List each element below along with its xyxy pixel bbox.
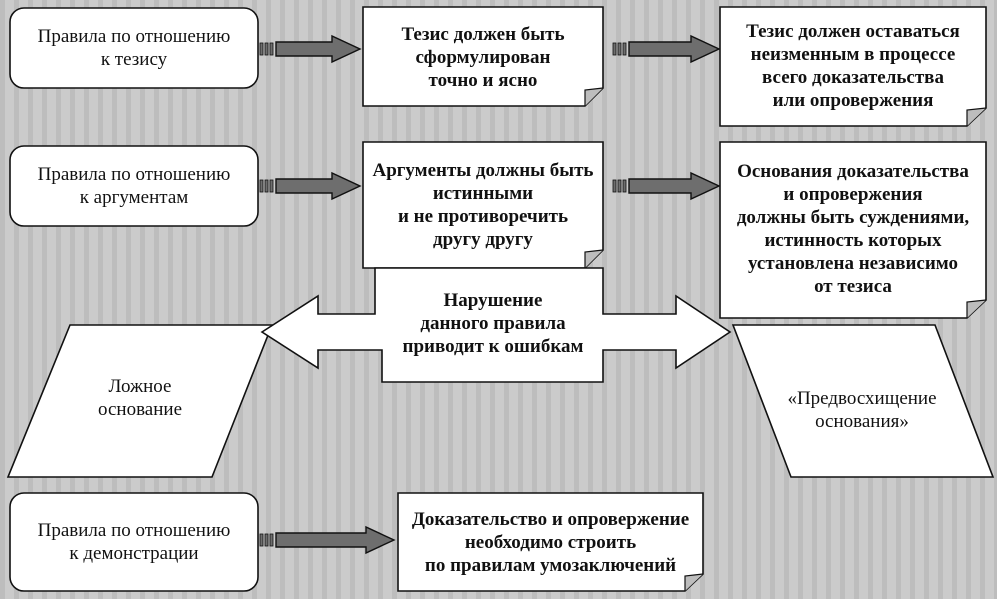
requirement-thesis-1-label: Тезис должен быть сформулирован точно и … bbox=[401, 23, 565, 91]
rule-arguments-label: Правила по отношению к аргументам bbox=[37, 164, 231, 208]
error-false-ground-label: Ложное основание bbox=[98, 376, 182, 420]
requirement-arguments-1-label: Аргументы должны быть истинными и не про… bbox=[372, 160, 594, 250]
violation-label: Нарушение данного правила приводит к оши… bbox=[402, 289, 584, 357]
requirement-thesis-1-box bbox=[362, 6, 604, 107]
requirement-thesis-2-box bbox=[719, 6, 987, 127]
arrow-arguments-rule-to-requirement bbox=[259, 171, 362, 201]
rule-thesis-box bbox=[9, 7, 259, 89]
arrow-demonstration-rule-to-requirement bbox=[259, 525, 396, 555]
violation-double-arrow bbox=[260, 267, 732, 383]
requirement-arguments-2-box bbox=[719, 141, 987, 319]
rule-thesis-label: Правила по отношению к тезису bbox=[37, 26, 231, 70]
error-false-ground-shape bbox=[6, 324, 274, 478]
arrow-arguments-requirement-to-requirement bbox=[612, 171, 721, 201]
error-begging-question-shape bbox=[731, 324, 995, 478]
arrow-thesis-rule-to-requirement bbox=[259, 34, 362, 64]
requirement-thesis-2-label: Тезис должен оставаться неизменным в про… bbox=[746, 21, 960, 111]
arrow-thesis-requirement-to-requirement bbox=[612, 34, 721, 64]
requirement-demonstration-1-box bbox=[397, 492, 704, 592]
rule-demonstration-label: Правила по отношению к демонстрации bbox=[37, 520, 231, 564]
rule-demonstration-box bbox=[9, 492, 259, 592]
error-begging-question-label: «Предвосхищение основания» bbox=[787, 388, 937, 432]
rule-arguments-box bbox=[9, 145, 259, 227]
requirement-arguments-2-label: Основания доказательства и опровержения … bbox=[736, 161, 970, 297]
requirement-demonstration-1-label: Доказательство и опровержение необходимо… bbox=[411, 508, 690, 576]
requirement-arguments-1-box bbox=[362, 141, 604, 269]
